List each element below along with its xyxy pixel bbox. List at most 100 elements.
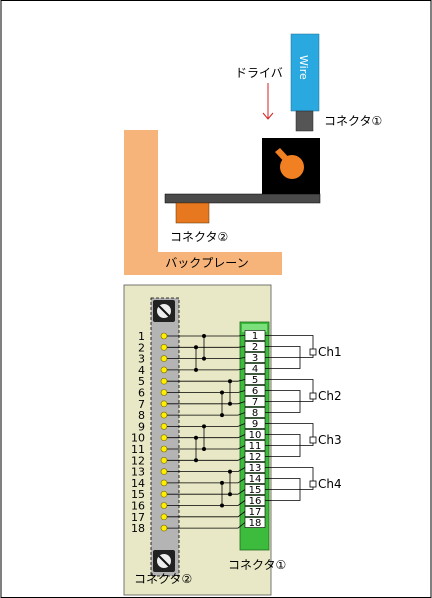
connector2-pin-dot bbox=[160, 389, 168, 396]
connector2-strip-outline bbox=[150, 297, 180, 577]
connector1-pin-label: 2 bbox=[252, 342, 258, 353]
connector2-pin-dot bbox=[160, 434, 168, 442]
connector2-pin-dot bbox=[160, 479, 168, 487]
backplane-shape bbox=[124, 130, 282, 275]
connector2-part bbox=[175, 202, 210, 224]
channel-terminal-icon bbox=[309, 480, 317, 488]
connector2-bottom-label: コネクタ② bbox=[134, 572, 192, 586]
connector1-pin-label: 10 bbox=[249, 430, 262, 441]
connector2-pin-label: 7 bbox=[138, 398, 145, 411]
junction-dot bbox=[220, 503, 224, 508]
channel-bracket bbox=[265, 423, 314, 446]
junction-dot bbox=[228, 401, 232, 406]
connector2-pin-dot bbox=[160, 343, 168, 351]
connector2-pin-dots bbox=[160, 332, 168, 532]
connector1-pin-label: 4 bbox=[252, 364, 258, 375]
connector2-pin-label: 6 bbox=[138, 387, 145, 400]
bottom-screw-slot bbox=[158, 555, 170, 567]
connector1-pin-label: 15 bbox=[249, 485, 262, 496]
junction-dot bbox=[220, 413, 224, 418]
connector1-pin-label: 17 bbox=[249, 507, 262, 518]
trace-line bbox=[167, 390, 246, 393]
connector2-pin-label: 8 bbox=[138, 409, 145, 422]
wire-label: Wire bbox=[297, 55, 310, 80]
channel-label: Ch3 bbox=[318, 433, 342, 447]
trace-line bbox=[167, 434, 246, 439]
connector1-pin-label: 7 bbox=[252, 397, 258, 408]
connector2-pin-label: 9 bbox=[138, 420, 145, 433]
connector2-pin-label: 14 bbox=[131, 477, 145, 490]
junction-dot bbox=[228, 469, 232, 474]
connector2-pin-dot bbox=[160, 468, 168, 475]
junction-dot bbox=[228, 492, 232, 497]
connector1-pin-label: 12 bbox=[249, 452, 262, 463]
top-screw-slot bbox=[158, 305, 170, 317]
channel-terminal-icon bbox=[309, 392, 317, 400]
connector2-pin-label: 10 bbox=[131, 432, 145, 445]
junction-dot bbox=[194, 367, 198, 372]
connector2-pin-dot bbox=[160, 456, 168, 464]
connector1-pin-label: 11 bbox=[249, 441, 262, 452]
junction-dot bbox=[202, 356, 206, 361]
junction-dot bbox=[228, 379, 232, 384]
trace-line bbox=[167, 478, 246, 484]
channel-bracket bbox=[265, 434, 301, 457]
channel-label: Ch4 bbox=[318, 477, 342, 491]
module-board-side bbox=[164, 193, 321, 204]
junction-dot bbox=[194, 435, 198, 440]
channel-bracket bbox=[265, 346, 301, 369]
connector2-pin-label: 2 bbox=[138, 341, 145, 354]
junction-dot bbox=[202, 447, 206, 451]
connector1-pin-label: 8 bbox=[252, 408, 258, 419]
connector1-pin-label: 18 bbox=[249, 518, 262, 529]
channel-terminal-icon bbox=[309, 436, 317, 444]
channel-label: Ch2 bbox=[318, 389, 342, 403]
connector2-pin-dot bbox=[160, 445, 168, 453]
connector2-pin-label: 1 bbox=[138, 330, 145, 343]
connector1-pin-label: 6 bbox=[252, 386, 258, 397]
trace-line bbox=[167, 335, 246, 337]
connector2-pin-dot bbox=[160, 411, 168, 419]
connector1-pin-label: 13 bbox=[249, 463, 262, 474]
connector2-top-label: コネクタ② bbox=[170, 230, 228, 244]
junction-dot bbox=[202, 334, 206, 338]
channel-bracket bbox=[265, 478, 301, 501]
driver-label: ドライバ bbox=[235, 66, 283, 80]
knob-handle bbox=[275, 148, 293, 166]
junction-dot bbox=[194, 345, 198, 350]
connector1-pin-label: 14 bbox=[249, 474, 262, 485]
junction-dot bbox=[220, 390, 224, 395]
trace-line bbox=[167, 346, 246, 348]
trace-line bbox=[167, 357, 246, 359]
connector2-pin-label: 13 bbox=[131, 466, 145, 479]
trace-line bbox=[167, 511, 246, 518]
trace-line bbox=[167, 379, 246, 382]
connector2-pin-label: 15 bbox=[131, 488, 145, 501]
channel-bracket bbox=[265, 390, 301, 413]
connector2-pin-dot bbox=[160, 502, 168, 509]
junction-dot bbox=[202, 424, 206, 429]
trace-line bbox=[167, 500, 246, 506]
connector1-plug bbox=[295, 110, 314, 132]
connector1-pin-label: 16 bbox=[249, 496, 262, 507]
connector2-pin-label: 12 bbox=[131, 454, 145, 467]
trace-line bbox=[167, 368, 246, 371]
connector1-pin-label: 3 bbox=[252, 353, 258, 364]
connector1-pin-label: 5 bbox=[252, 375, 258, 386]
connector2-pin-dot bbox=[160, 366, 168, 374]
channel-bracket bbox=[265, 467, 314, 490]
trace-line bbox=[167, 456, 246, 461]
connector1-pin-label: 9 bbox=[252, 419, 258, 430]
trace-line bbox=[167, 445, 246, 450]
connector2-pin-dot bbox=[160, 490, 168, 498]
connector2-pin-label: 11 bbox=[131, 443, 145, 456]
channel-bracket bbox=[265, 335, 314, 358]
wire-body bbox=[290, 33, 320, 112]
connector1-bottom-label: コネクタ① bbox=[228, 558, 286, 572]
channel-label: Ch1 bbox=[318, 345, 342, 359]
trace-line bbox=[167, 412, 246, 416]
